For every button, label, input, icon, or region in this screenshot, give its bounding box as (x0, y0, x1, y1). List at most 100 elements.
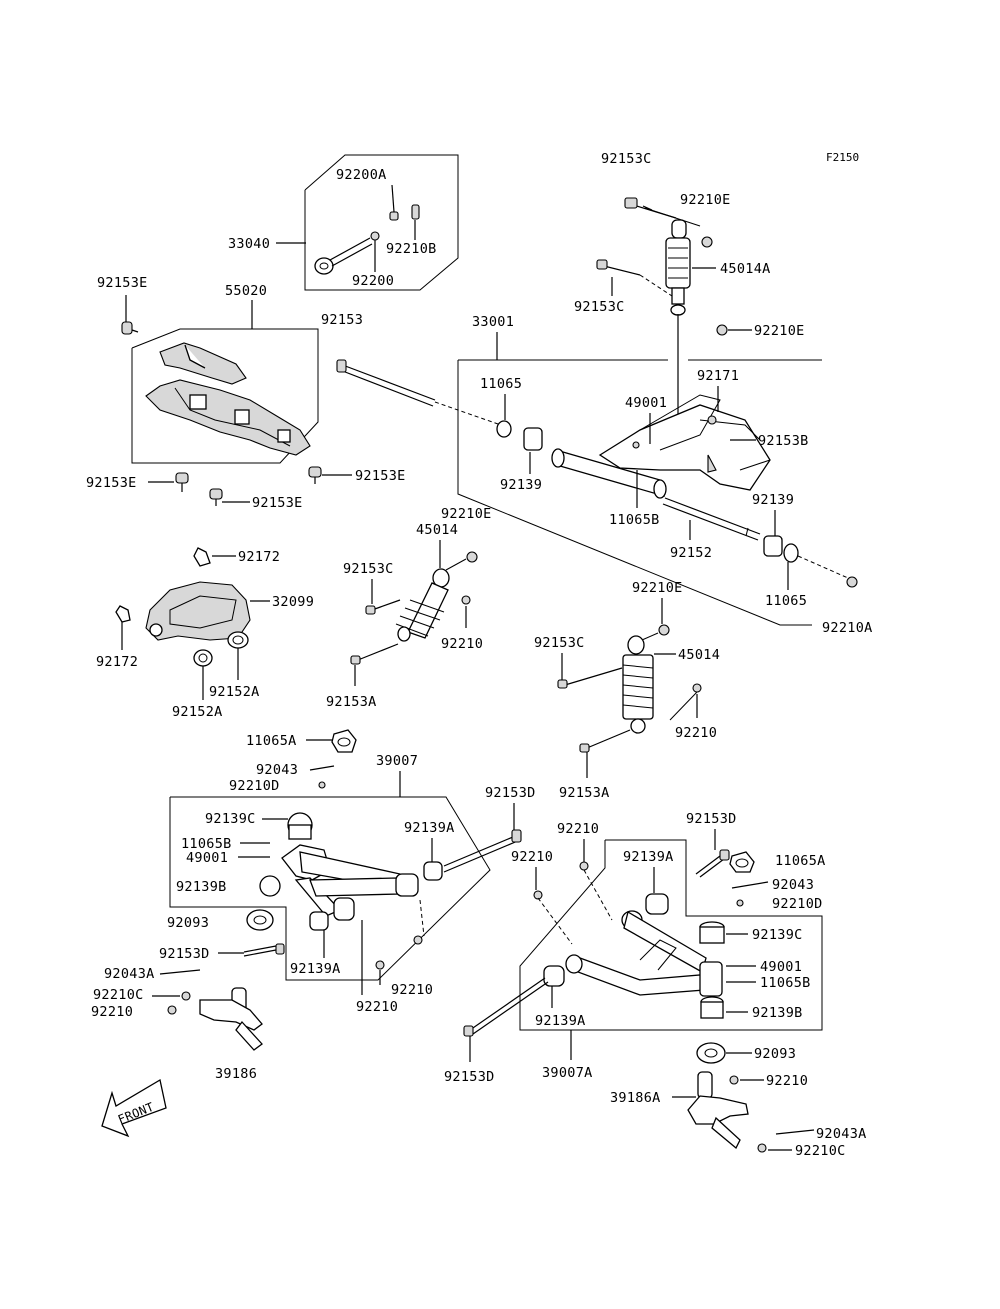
label-45014-right: 45014 (678, 647, 720, 663)
label-92172-a: 92172 (238, 549, 280, 565)
label-92171: 92171 (697, 368, 739, 384)
label-39186A: 39186A (610, 1090, 661, 1106)
label-39186: 39186 (215, 1066, 257, 1082)
label-92139A-c: 92139A (623, 849, 674, 865)
label-92153C-left: 92153C (343, 561, 394, 577)
label-92152A-b: 92152A (172, 704, 223, 720)
group-box-39007-left (169, 797, 352, 981)
label-92210C-left: 92210C (93, 987, 144, 1003)
bolt-92153E-d (308, 466, 322, 484)
label-92153C-mid: 92153C (574, 299, 625, 315)
label-92139B-left: 92139B (176, 879, 227, 895)
label-92153C-right: 92153C (534, 635, 585, 651)
strap-assembly-33040 (314, 204, 420, 275)
label-92139C-right: 92139C (752, 927, 803, 943)
label-49001-c: 49001 (760, 959, 802, 975)
bolt-92153E-a (121, 321, 139, 335)
swing-arm-33001 (336, 359, 771, 499)
label-92153E-2: 92153E (86, 475, 137, 491)
bracket-32099 (115, 547, 251, 667)
group-box-39007 (170, 796, 491, 981)
label-92153A-right: 92153A (559, 785, 610, 801)
label-92153D-b: 92153D (159, 946, 210, 962)
label-92139-a: 92139 (500, 477, 542, 493)
label-92153E-1: 92153E (97, 275, 148, 291)
label-92210A: 92210A (822, 620, 873, 636)
figure-code: F2150 (826, 151, 859, 164)
label-92139A-b: 92139A (290, 961, 341, 977)
label-92200: 92200 (352, 273, 394, 289)
label-92210D-right: 92210D (772, 896, 823, 912)
label-92139-b: 92139 (752, 492, 794, 508)
label-92210E-right: 92210E (632, 580, 683, 596)
label-92153C-top: 92153C (601, 151, 652, 167)
label-55020: 55020 (225, 283, 267, 299)
label-11065-a: 11065 (480, 376, 522, 392)
bolt-92153D-c (695, 849, 730, 878)
pivot-shaft-92152 (662, 497, 858, 588)
label-39007A: 39007A (542, 1065, 593, 1081)
label-49001-b: 49001 (186, 850, 228, 866)
label-45014A: 45014A (720, 261, 771, 277)
label-11065-b: 11065 (765, 593, 807, 609)
label-92153D-a: 92153D (485, 785, 536, 801)
label-92172-b: 92172 (96, 654, 138, 670)
label-32099: 32099 (272, 594, 314, 610)
label-92210E-mid: 92210E (754, 323, 805, 339)
label-92093-right: 92093 (754, 1046, 796, 1062)
label-92139A-d: 92139A (535, 1013, 586, 1029)
front-direction-arrow: FRONT (101, 1078, 167, 1138)
bolt-92153E-c (209, 488, 223, 506)
label-92043: 92043 (256, 762, 298, 778)
label-92210E-left: 92210E (441, 506, 492, 522)
bolt-92153D-b (243, 943, 285, 957)
label-92210E-top: 92210E (680, 192, 731, 208)
group-line-33001-bottom (457, 360, 812, 626)
group-box-39007A (519, 839, 823, 1031)
label-92153E-4: 92153E (355, 468, 406, 484)
label-92043A-left: 92043A (104, 966, 155, 982)
label-92210B: 92210B (386, 241, 437, 257)
label-45014-left: 45014 (416, 522, 458, 538)
label-92093-left: 92093 (167, 915, 209, 931)
label-92210C-right: 92210C (795, 1143, 846, 1159)
label-92152: 92152 (670, 545, 712, 561)
rear-shock-45014A (596, 197, 728, 440)
label-33001: 33001 (472, 314, 514, 330)
bushing-11065A-left (331, 729, 357, 753)
label-11065B-c: 11065B (760, 975, 811, 991)
front-shock-left-45014 (350, 551, 478, 665)
label-11065A-right: 11065A (775, 853, 826, 869)
label-92139A-a: 92139A (404, 820, 455, 836)
a-arm-39007A (463, 869, 725, 1037)
label-33040: 33040 (228, 236, 270, 252)
label-92153B: 92153B (758, 433, 809, 449)
seal-92093-right (696, 1042, 726, 1064)
label-92210D-left: 92210D (229, 778, 280, 794)
label-92210-h: 92210 (766, 1073, 808, 1089)
label-92210-c: 92210 (91, 1004, 133, 1020)
label-92153D-c: 92153D (686, 811, 737, 827)
knuckle-39186 (199, 987, 263, 1051)
label-92210-d: 92210 (391, 982, 433, 998)
label-92210-left: 92210 (441, 636, 483, 652)
label-92210-f: 92210 (557, 821, 599, 837)
label-92210-right: 92210 (675, 725, 717, 741)
front-shock-right-45014 (557, 624, 702, 753)
label-92153A-left: 92153A (326, 694, 377, 710)
label-92139C-left: 92139C (205, 811, 256, 827)
label-92139B-right: 92139B (752, 1005, 803, 1021)
a-arm-39007 (259, 812, 522, 945)
label-92153: 92153 (321, 312, 363, 328)
label-11065A-left: 11065A (246, 733, 297, 749)
label-92210-g: 92210 (511, 849, 553, 865)
label-92200A: 92200A (336, 167, 387, 183)
label-92043-right: 92043 (772, 877, 814, 893)
label-92153D-d: 92153D (444, 1069, 495, 1085)
label-92210-e: 92210 (356, 999, 398, 1015)
label-92043A-right: 92043A (816, 1126, 867, 1142)
skid-plate-55020 (145, 342, 311, 456)
group-box-55020 (131, 328, 319, 464)
label-49001-a: 49001 (625, 395, 667, 411)
